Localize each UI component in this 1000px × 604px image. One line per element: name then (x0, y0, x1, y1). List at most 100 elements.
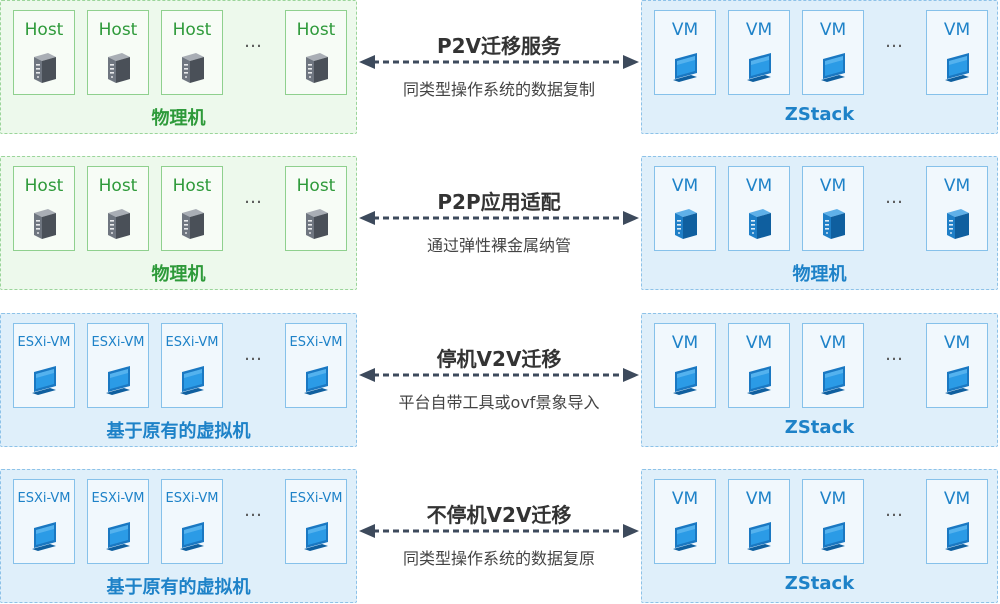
node-card: Host (285, 10, 347, 95)
migration-subtitle: 通过弹性裸金属纳管 (426, 236, 571, 255)
node-label: Host (296, 176, 336, 196)
ellipsis: … (244, 344, 262, 365)
node-card: ESXi-VM (161, 479, 223, 564)
node-card: VM (926, 10, 988, 95)
panel-title: 基于原有的虚拟机 (106, 421, 251, 442)
node-card: VM (654, 166, 716, 251)
ellipsis: … (885, 187, 903, 208)
node-card: VM (654, 323, 716, 408)
node-label: ESXi-VM (17, 491, 71, 506)
bidirectional-arrow (359, 55, 639, 69)
migration-subtitle: 同类型操作系统的数据复原 (402, 549, 595, 568)
node-card: ESXi-VM (13, 323, 75, 408)
monitor-icon (945, 366, 969, 395)
monitor-icon (180, 366, 204, 395)
monitor-icon (304, 366, 328, 395)
node-card: VM (728, 10, 790, 95)
node-card: VM (802, 323, 864, 408)
node-label: VM (819, 489, 847, 509)
node-label: VM (943, 333, 971, 353)
node-card: VM (728, 479, 790, 564)
node-card: VM (802, 479, 864, 564)
ellipsis: … (244, 500, 262, 521)
monitor-icon (673, 366, 697, 395)
node-label: ESXi-VM (289, 491, 343, 506)
ellipsis: … (244, 31, 262, 52)
node-card: VM (654, 10, 716, 95)
monitor-icon (747, 366, 771, 395)
bidirectional-arrow (359, 211, 639, 225)
node-label: Host (98, 20, 138, 40)
right-panel: VM VM VM VM … ZStack (641, 313, 998, 447)
node-label: Host (172, 20, 212, 40)
migration-title: P2P应用适配 (437, 190, 561, 214)
node-label: ESXi-VM (91, 335, 145, 350)
node-card: ESXi-VM (161, 323, 223, 408)
monitor-icon (821, 366, 845, 395)
left-panel: ESXi-VM ESXi-VM ESXi-VM ESXi-VM … 基于原有的虚拟机 (0, 469, 357, 603)
node-label: VM (745, 489, 773, 509)
node-label: VM (745, 176, 773, 196)
ellipsis: … (885, 344, 903, 365)
node-card: ESXi-VM (13, 479, 75, 564)
server-icon (749, 209, 771, 239)
node-card: Host (285, 166, 347, 251)
panel-title: 物理机 (151, 264, 206, 285)
node-card: Host (13, 166, 75, 251)
panel-title: ZStack (784, 104, 855, 125)
node-label: Host (296, 20, 336, 40)
node-card: VM (802, 166, 864, 251)
server-icon (823, 209, 845, 239)
node-label: VM (671, 176, 699, 196)
migration-title: P2V迁移服务 (436, 34, 562, 58)
migration-row: ESXi-VM ESXi-VM ESXi-VM ESXi-VM … 基于原有的虚拟机 不停机… (0, 469, 1000, 603)
ellipsis: … (244, 187, 262, 208)
node-label: ESXi-VM (165, 491, 219, 506)
node-label: VM (819, 20, 847, 40)
monitor-icon (106, 366, 130, 395)
monitor-icon (180, 522, 204, 551)
node-card: VM (926, 323, 988, 408)
monitor-icon (747, 53, 771, 82)
node-card: ESXi-VM (87, 479, 149, 564)
node-label: VM (943, 489, 971, 509)
node-label: VM (671, 20, 699, 40)
migration-title: 停机V2V迁移 (436, 347, 562, 371)
node-label: ESXi-VM (91, 491, 145, 506)
node-label: VM (671, 489, 699, 509)
node-card: Host (87, 10, 149, 95)
node-card: Host (87, 166, 149, 251)
migration-title: 不停机V2V迁移 (426, 503, 572, 527)
node-label: ESXi-VM (17, 335, 71, 350)
monitor-icon (821, 53, 845, 82)
panel-title: ZStack (784, 417, 855, 438)
node-label: VM (745, 333, 773, 353)
node-card: VM (926, 166, 988, 251)
server-icon (182, 209, 204, 239)
node-label: VM (745, 20, 773, 40)
node-card: ESXi-VM (87, 323, 149, 408)
node-label: VM (671, 333, 699, 353)
monitor-icon (945, 53, 969, 82)
right-panel: VM VM VM VM … 物理机 (641, 156, 998, 290)
node-card: VM (926, 479, 988, 564)
node-card: VM (728, 323, 790, 408)
node-label: VM (943, 176, 971, 196)
node-card: ESXi-VM (285, 479, 347, 564)
panel-title: 基于原有的虚拟机 (106, 577, 251, 598)
node-card: VM (802, 10, 864, 95)
monitor-icon (304, 522, 328, 551)
node-label: ESXi-VM (165, 335, 219, 350)
node-card: VM (654, 479, 716, 564)
bidirectional-arrow (359, 368, 639, 382)
server-icon (675, 209, 697, 239)
panel-title: 物理机 (792, 264, 847, 285)
panel-title: 物理机 (151, 108, 206, 129)
panel-title: ZStack (784, 573, 855, 594)
